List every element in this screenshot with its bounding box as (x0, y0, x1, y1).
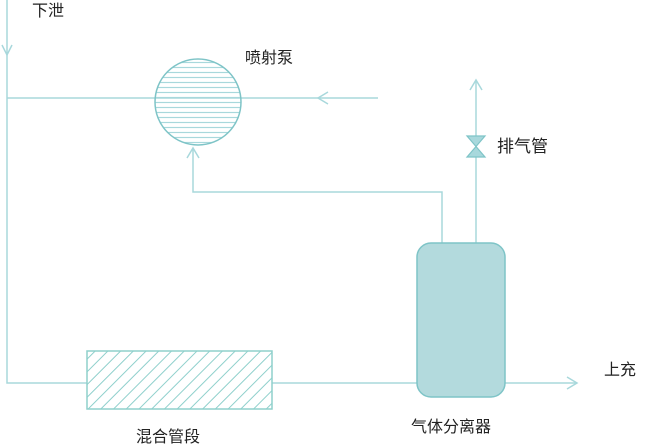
gas-separator-label: 气体分离器 (411, 417, 492, 436)
jet-pump (154, 58, 242, 146)
mixing-section (86, 350, 273, 410)
mixing-section-label: 混合管段 (136, 427, 201, 446)
drain-arrow (1, 44, 13, 57)
pump-inlet-arrow (316, 91, 329, 105)
vent-arrow (469, 78, 483, 91)
gas-separator (416, 242, 506, 398)
jet-pump-label: 喷射泵 (245, 48, 294, 67)
vent-valve (465, 135, 487, 158)
vent-pipe-label: 排气管 (497, 137, 548, 157)
charging-arrow (566, 376, 579, 390)
drain-label: 下泄 (32, 1, 65, 20)
return-line (192, 148, 443, 243)
charging-label: 上充 (604, 360, 637, 379)
return-arrow (186, 146, 200, 159)
drain-line (6, 0, 87, 384)
